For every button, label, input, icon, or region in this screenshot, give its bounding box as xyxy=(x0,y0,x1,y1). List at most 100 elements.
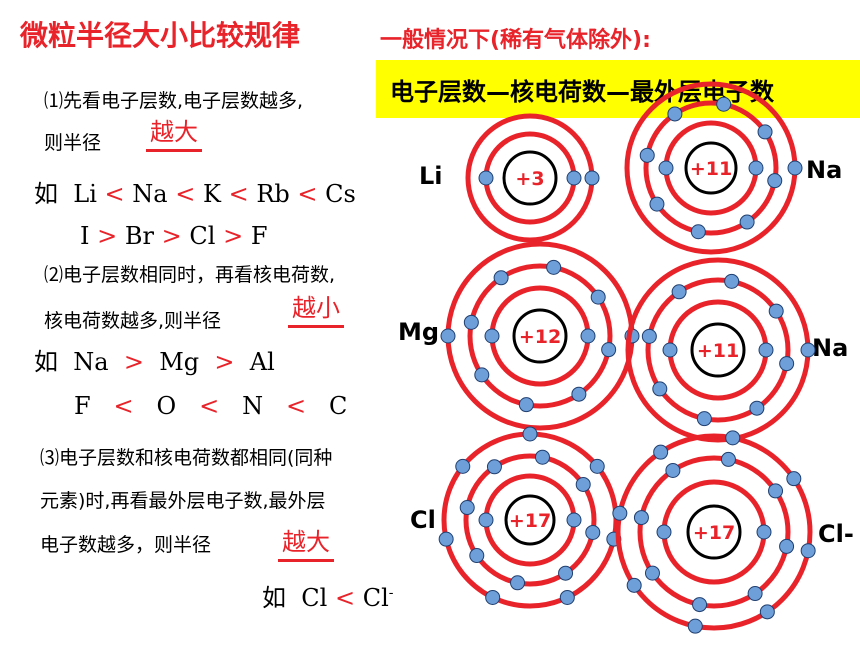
electron xyxy=(633,510,649,526)
atom-label-cl: Cl xyxy=(410,506,436,534)
compare-sign: < xyxy=(286,392,307,420)
electron xyxy=(601,342,617,358)
rule2-answer: 越小 xyxy=(288,288,344,328)
nucleus xyxy=(502,150,558,206)
electron xyxy=(558,565,574,581)
compare-sign: < xyxy=(175,180,196,208)
electron xyxy=(716,96,732,112)
electron xyxy=(696,411,712,427)
electron xyxy=(575,476,591,492)
example-prefix: 如 xyxy=(34,348,58,376)
rule1-example1: 如 Li < Na < K < Rb < Cs xyxy=(34,174,356,209)
electron xyxy=(656,524,672,540)
electron xyxy=(779,538,795,554)
example-prefix: 如 xyxy=(34,180,58,208)
electron xyxy=(580,328,596,344)
atom-0: +3 xyxy=(465,113,600,243)
rule1-example2: I > Br > Cl > F xyxy=(80,222,267,250)
page-subtitle: 一般情况下(稀有气体除外): xyxy=(380,28,651,53)
electron xyxy=(534,449,550,465)
nucleus xyxy=(686,504,742,560)
example-prefix: 如 xyxy=(262,584,286,612)
electron xyxy=(652,381,668,397)
rule3-answer: 越大 xyxy=(278,522,334,562)
compare-sign: < xyxy=(297,180,318,208)
electron xyxy=(626,577,642,593)
electron xyxy=(522,426,538,442)
example-item: Li xyxy=(73,180,97,208)
example-item: Cl- xyxy=(362,584,394,612)
electron xyxy=(510,575,526,591)
atom-5: +17 xyxy=(612,430,816,634)
electron xyxy=(767,173,783,189)
electron xyxy=(687,618,703,634)
electron xyxy=(653,444,669,460)
atom-label-na-1: Na xyxy=(806,156,843,184)
electron xyxy=(644,565,660,581)
electron xyxy=(518,397,534,413)
example-item: K xyxy=(202,180,221,208)
electron-shell xyxy=(645,277,791,423)
electron xyxy=(724,273,740,289)
electron-shell xyxy=(615,433,813,631)
rule2-example2: F < O < N < C xyxy=(74,392,347,420)
electron xyxy=(748,160,764,176)
electron-shell xyxy=(637,455,791,609)
compare-sign: < xyxy=(104,180,125,208)
electron xyxy=(800,342,816,358)
electron xyxy=(478,170,494,186)
example-item: Br xyxy=(124,222,154,250)
electron xyxy=(756,524,772,540)
electron xyxy=(779,356,795,372)
electron xyxy=(571,386,587,402)
rule1-line1: ⑴先看电子层数,电子层数越多, xyxy=(44,90,304,112)
electron xyxy=(690,224,706,240)
electron xyxy=(658,160,674,176)
electron xyxy=(566,170,582,186)
electron-shell xyxy=(643,100,779,236)
electron xyxy=(493,270,509,286)
example-item: Rb xyxy=(256,180,290,208)
compare-sign: < xyxy=(199,392,220,420)
electron xyxy=(484,328,500,344)
electron xyxy=(612,505,628,521)
electron-shell xyxy=(463,453,597,587)
nucleus-charge: +12 xyxy=(519,326,561,348)
electron xyxy=(440,328,456,344)
example-item: Mg xyxy=(159,348,200,376)
electron xyxy=(469,548,485,564)
electron xyxy=(720,451,736,467)
electron xyxy=(671,284,687,300)
example-item: I xyxy=(80,222,90,250)
nucleus-charge: +3 xyxy=(515,168,544,190)
compare-sign: > xyxy=(214,348,235,376)
nucleus-charge: +17 xyxy=(509,510,551,532)
rule2-line1: ⑵电子层数相同时，再看核电荷数, xyxy=(44,264,336,286)
electron xyxy=(725,430,741,446)
atom-label-li: Li xyxy=(419,162,443,190)
electron xyxy=(757,124,773,140)
electron xyxy=(478,512,494,528)
example-item: Al xyxy=(249,348,275,376)
electron xyxy=(589,458,605,474)
electron xyxy=(639,147,655,163)
electron xyxy=(787,160,803,176)
nucleus-charge: +11 xyxy=(690,158,732,180)
electron xyxy=(585,524,601,540)
rule3-example1: 如 Cl < Cl- xyxy=(262,578,393,613)
page-title: 微粒半径大小比较规律 xyxy=(20,19,301,52)
electron xyxy=(485,589,501,605)
rule3-line3: 电子数越多，则半径 xyxy=(40,534,212,556)
compare-sign: > xyxy=(223,222,244,250)
nucleus xyxy=(512,308,568,364)
electron xyxy=(786,471,802,487)
electron xyxy=(747,586,763,602)
nucleus xyxy=(690,322,746,378)
nucleus xyxy=(504,494,556,546)
electron xyxy=(455,458,471,474)
electron xyxy=(665,462,681,478)
rule1-line2: 则半径 xyxy=(44,132,102,154)
rule3-line1: ⑶电子层数和核电荷数都相同(同种 xyxy=(40,447,333,469)
atom-label-mg: Mg xyxy=(398,318,440,346)
electron xyxy=(649,196,665,212)
